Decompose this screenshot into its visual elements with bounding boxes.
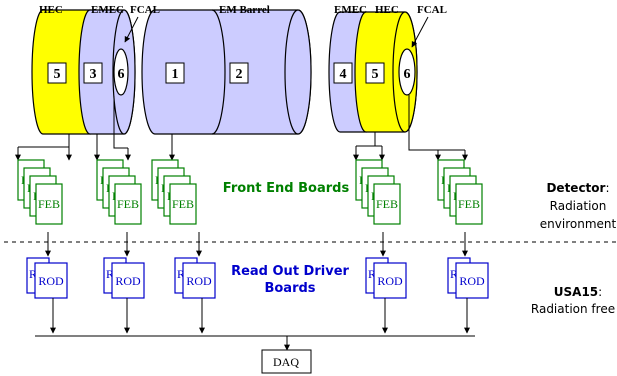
fcal-left-pointer xyxy=(124,16,139,43)
front-end-boards-label: Front End Boards xyxy=(223,181,350,196)
barrel-2-number: 2 xyxy=(236,67,243,82)
fcal-right-pointer xyxy=(411,16,429,48)
side-labels: Detector: Radiation environment USA15: R… xyxy=(531,181,617,316)
rod-label-line2: Boards xyxy=(264,281,315,296)
rod-board-label: ROD xyxy=(115,274,141,288)
usa15-side-line2: Radiation free xyxy=(531,302,615,316)
detector-side-colon: : xyxy=(605,181,609,195)
fcal-right-ellipse xyxy=(398,48,416,96)
feb-board-front xyxy=(169,183,197,225)
feb-board-front xyxy=(114,183,142,225)
hec-right-label: HEC xyxy=(375,4,399,16)
feb-stack: FFFFEB xyxy=(437,159,483,225)
hec-left-number-box xyxy=(47,62,67,84)
hec-left-number: 5 xyxy=(54,67,61,82)
emec-right-label: EMEC xyxy=(334,4,367,16)
daq-rect xyxy=(261,349,312,374)
feb-stack: FFFFEB xyxy=(355,159,401,225)
feb-stacks: FFFFEBFFFFEBFFFFEBFFFFEBFFFFEB xyxy=(17,159,483,225)
fcal-left-label: FCAL xyxy=(130,4,160,16)
barrel-1-number-box xyxy=(165,62,185,84)
rod-label-line1: Read Out Driver xyxy=(231,264,349,279)
rod-board-label: ROD xyxy=(186,274,212,288)
detector-labels: HEC EMEC FCAL EM Barrel EMEC HEC FCAL xyxy=(39,4,447,48)
usa15-side-label: USA15: xyxy=(554,285,602,299)
rod-board-partial-label: R xyxy=(29,267,37,281)
rod-board-front xyxy=(111,262,145,299)
rod-board-partial-label: R xyxy=(450,267,458,281)
em-barrel-divider xyxy=(211,9,226,135)
rod-board-front xyxy=(34,262,68,299)
barrel-2-number-box xyxy=(229,62,249,84)
daq-label: DAQ xyxy=(273,355,299,369)
barrel-1-number: 1 xyxy=(172,67,179,82)
feb-board-label: FEB xyxy=(172,197,194,211)
emec-left-label: EMEC xyxy=(91,4,124,16)
emec-left-number: 3 xyxy=(90,67,97,82)
feb-board-front xyxy=(35,183,63,225)
feb-board-label: FEB xyxy=(38,197,60,211)
feb-stack: FFFFEB xyxy=(17,159,63,225)
feb-board-label: FEB xyxy=(376,197,398,211)
rod-board-label: ROD xyxy=(377,274,403,288)
rod-board-front xyxy=(373,262,407,299)
emec-left-number-box xyxy=(83,62,103,84)
detector-side-line2: Radiation xyxy=(550,199,607,213)
hec-right-number-box xyxy=(365,62,385,84)
hec-left-label: HEC xyxy=(39,4,63,16)
rod-board-label: ROD xyxy=(38,274,64,288)
feb-board-label: FEB xyxy=(458,197,480,211)
rod-board-label: ROD xyxy=(459,274,485,288)
em-barrel: 1 2 xyxy=(141,9,312,135)
feb-board-label: FEB xyxy=(117,197,139,211)
em-barrel-face xyxy=(284,9,312,135)
emec-right-number: 4 xyxy=(340,67,347,82)
em-barrel-label: EM Barrel xyxy=(219,4,270,16)
right-endcap: 4 5 6 xyxy=(328,11,418,133)
fcal-left-ellipse xyxy=(113,48,129,96)
detector-side-bold: Detector xyxy=(546,181,605,195)
daq-box: DAQ xyxy=(261,349,312,374)
usa15-side-bold: USA15 xyxy=(554,285,598,299)
left-endcap: 5 3 6 xyxy=(31,9,136,135)
rod-board-front xyxy=(182,262,216,299)
fcal-left-number: 6 xyxy=(118,67,125,82)
rod-board-partial-label: R xyxy=(368,267,376,281)
hec-right-number: 5 xyxy=(372,67,379,82)
detector-side-line3: environment xyxy=(540,217,617,231)
fcal-right-label: FCAL xyxy=(417,4,447,16)
rod-board-partial-label: R xyxy=(177,267,185,281)
detector-side-label: Detector: xyxy=(546,181,609,195)
feb-board-front xyxy=(373,183,401,225)
fcal-right-number: 6 xyxy=(404,67,411,82)
feb-to-rod-cables xyxy=(45,232,468,257)
rod-board-partial-label: R xyxy=(106,267,114,281)
feb-board-front xyxy=(455,183,483,225)
rod-board-front xyxy=(455,262,489,299)
detector-to-feb-cables xyxy=(15,95,468,161)
emec-right-number-box xyxy=(333,62,353,84)
feb-stack: FFFFEB xyxy=(151,159,197,225)
usa15-side-colon: : xyxy=(598,285,602,299)
feb-stack: FFFFEB xyxy=(96,159,142,225)
rod-to-daq-bus xyxy=(35,298,475,351)
